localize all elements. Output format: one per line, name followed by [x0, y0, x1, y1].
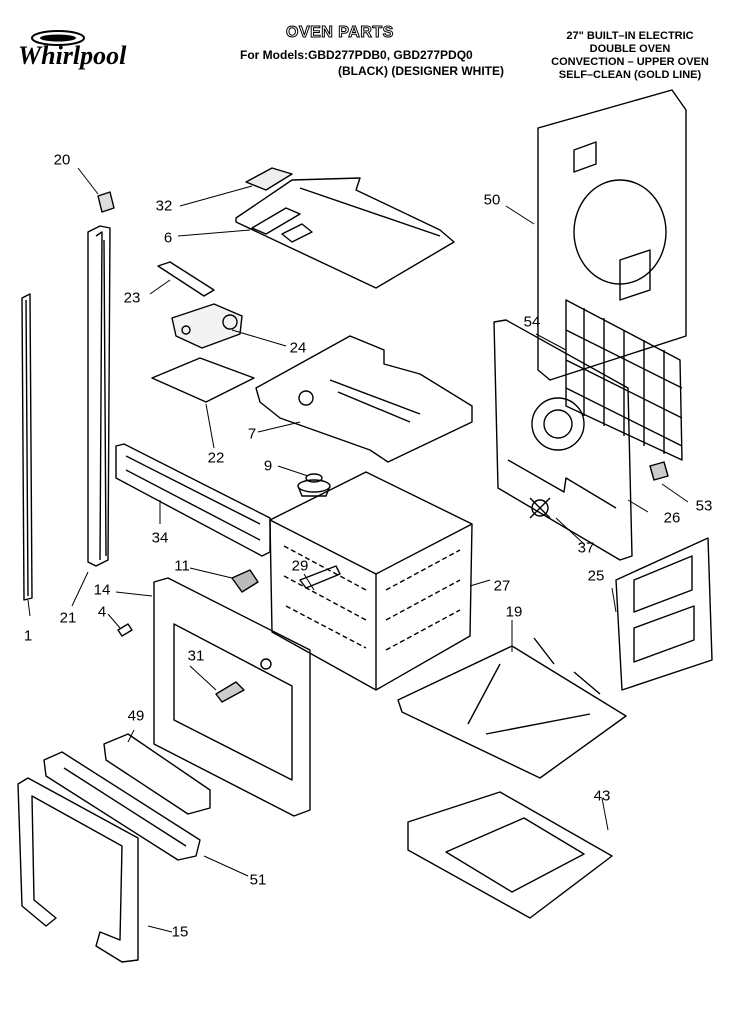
- part-34-control-panel: [115, 443, 271, 557]
- part-50-rear-panel: [537, 89, 687, 381]
- callout-50: 50: [483, 191, 501, 209]
- models-line: For Models:GBD277PDB0, GBD277PDQ0: [240, 48, 473, 62]
- part-22-cover-plate: [151, 357, 255, 403]
- part-15-door-gasket: [17, 777, 139, 963]
- part-43-bottom-tray: [407, 791, 613, 919]
- part-49-vent: [103, 733, 211, 815]
- part-32-bracket: [245, 167, 293, 191]
- callout-37: 37: [577, 539, 595, 557]
- callout-21: 21: [59, 609, 77, 627]
- callout-26: 26: [663, 509, 681, 527]
- part-26-convection-shield: [493, 319, 633, 561]
- desc-line: DOUBLE OVEN: [589, 43, 671, 55]
- callout-29: 29: [291, 557, 309, 575]
- part-54-insulation-grid: [565, 299, 683, 461]
- callout-54: 54: [523, 313, 541, 331]
- colors-line: (BLACK) (DESIGNER WHITE): [338, 64, 504, 78]
- part-27-oven-cavity: [269, 471, 473, 691]
- whirlpool-logo: Whirlpool: [10, 28, 150, 77]
- part-51-trim: [43, 751, 201, 861]
- part-4-screw: [117, 623, 133, 637]
- page-title: OVEN PARTS: [286, 24, 394, 42]
- part-19-bottom-panel: [397, 645, 627, 779]
- part-20-end-cap: [97, 191, 115, 213]
- part-7-top-shield: [255, 335, 473, 463]
- part-37-fan-blade: [529, 497, 551, 519]
- callout-1: 1: [23, 627, 33, 645]
- callout-4: 4: [97, 603, 107, 621]
- part-11-socket: [231, 569, 259, 593]
- part-53-clip: [649, 461, 669, 481]
- callout-22: 22: [207, 449, 225, 467]
- callout-34: 34: [151, 529, 169, 547]
- callout-43: 43: [593, 787, 611, 805]
- part-6-top-panel: [235, 177, 455, 289]
- brand-wordmark: Whirlpool: [18, 41, 127, 70]
- callout-31: 31: [187, 647, 205, 665]
- callout-49: 49: [127, 707, 145, 725]
- part-23-bracket: [157, 261, 215, 297]
- callout-6: 6: [163, 229, 173, 247]
- part-21-side-trim: [87, 225, 111, 567]
- callout-7: 7: [247, 425, 257, 443]
- callout-25: 25: [587, 567, 605, 585]
- leader-lines: [27, 167, 689, 933]
- desc-line: CONVECTION – UPPER OVEN: [551, 56, 709, 68]
- callout-14: 14: [93, 581, 111, 599]
- callout-9: 9: [263, 457, 273, 475]
- callout-23: 23: [123, 289, 141, 307]
- desc-line: SELF–CLEAN (GOLD LINE): [558, 69, 702, 81]
- part-14-door-frame: [153, 577, 311, 817]
- callout-19: 19: [505, 603, 523, 621]
- callout-32: 32: [155, 197, 173, 215]
- part-31-light-lens: [215, 681, 245, 703]
- product-description: 27" BUILT–IN ELECTRIC DOUBLE OVEN CONVEC…: [530, 30, 730, 82]
- callout-53: 53: [695, 497, 713, 515]
- callout-24: 24: [289, 339, 307, 357]
- callout-20: 20: [53, 151, 71, 169]
- part-1-trim-strip: [21, 293, 33, 601]
- part-24-control-assembly: [171, 303, 243, 349]
- callout-11: 11: [174, 557, 190, 575]
- callout-15: 15: [171, 923, 189, 941]
- part-25-side-panel: [615, 537, 713, 691]
- part-29-bracket: [299, 565, 341, 589]
- callout-51: 51: [249, 871, 267, 889]
- desc-line: 27" BUILT–IN ELECTRIC: [566, 30, 694, 42]
- callout-27: 27: [493, 577, 511, 595]
